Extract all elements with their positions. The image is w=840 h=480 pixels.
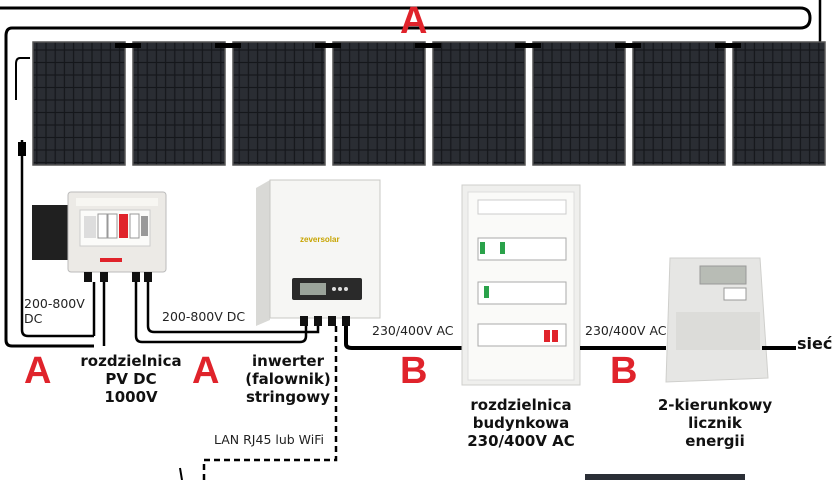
section-label-b-inv-board: B — [400, 350, 428, 392]
string-return-cable — [15, 57, 94, 338]
lan-cable — [179, 326, 338, 480]
pv-panel — [432, 41, 526, 166]
pv-panel — [332, 41, 426, 166]
board-label: rozdzielnica budynkowa 230/400V AC — [467, 396, 575, 450]
dc-box-label: rozdzielnica PV DC 1000V — [80, 352, 182, 406]
pv-panel — [232, 41, 326, 166]
pv-panel — [632, 41, 726, 166]
section-label-a-dc-inv: A — [192, 350, 220, 392]
lan-label: LAN RJ45 lub WiFi — [214, 432, 324, 447]
section-label-a-top: A — [400, 0, 428, 42]
inv-board-voltage-label: 230/400V AC — [372, 323, 454, 338]
grid-label: sieć — [797, 334, 833, 353]
pv-panel — [732, 41, 826, 166]
energy-meter — [665, 257, 769, 383]
monitoring-device — [585, 474, 745, 480]
pv-panel — [132, 41, 226, 166]
section-label-a-pv-dc: A — [24, 350, 52, 392]
inverter-label: inwerter (falownik) stringowy — [245, 352, 331, 406]
dc-to-inverter-cable — [92, 282, 320, 346]
inverter-to-board-cable — [344, 326, 462, 350]
meter-label: 2-kierunkowy licznik energii — [657, 396, 773, 450]
section-label-b-board-meter: B — [610, 350, 638, 392]
inverter: zeversolar — [256, 179, 381, 326]
pv-panel — [32, 41, 126, 166]
dc-inv-voltage-label: 200-800V DC — [162, 309, 246, 324]
inverter-brand: zeversolar — [300, 235, 340, 244]
pv-panel-row — [32, 41, 826, 166]
distribution-board — [461, 184, 581, 386]
pv-panel — [532, 41, 626, 166]
dc-combiner-box — [32, 191, 167, 282]
pv-dc-voltage-label: 200-800V DC — [24, 296, 85, 326]
board-meter-voltage-label: 230/400V AC — [585, 323, 667, 338]
